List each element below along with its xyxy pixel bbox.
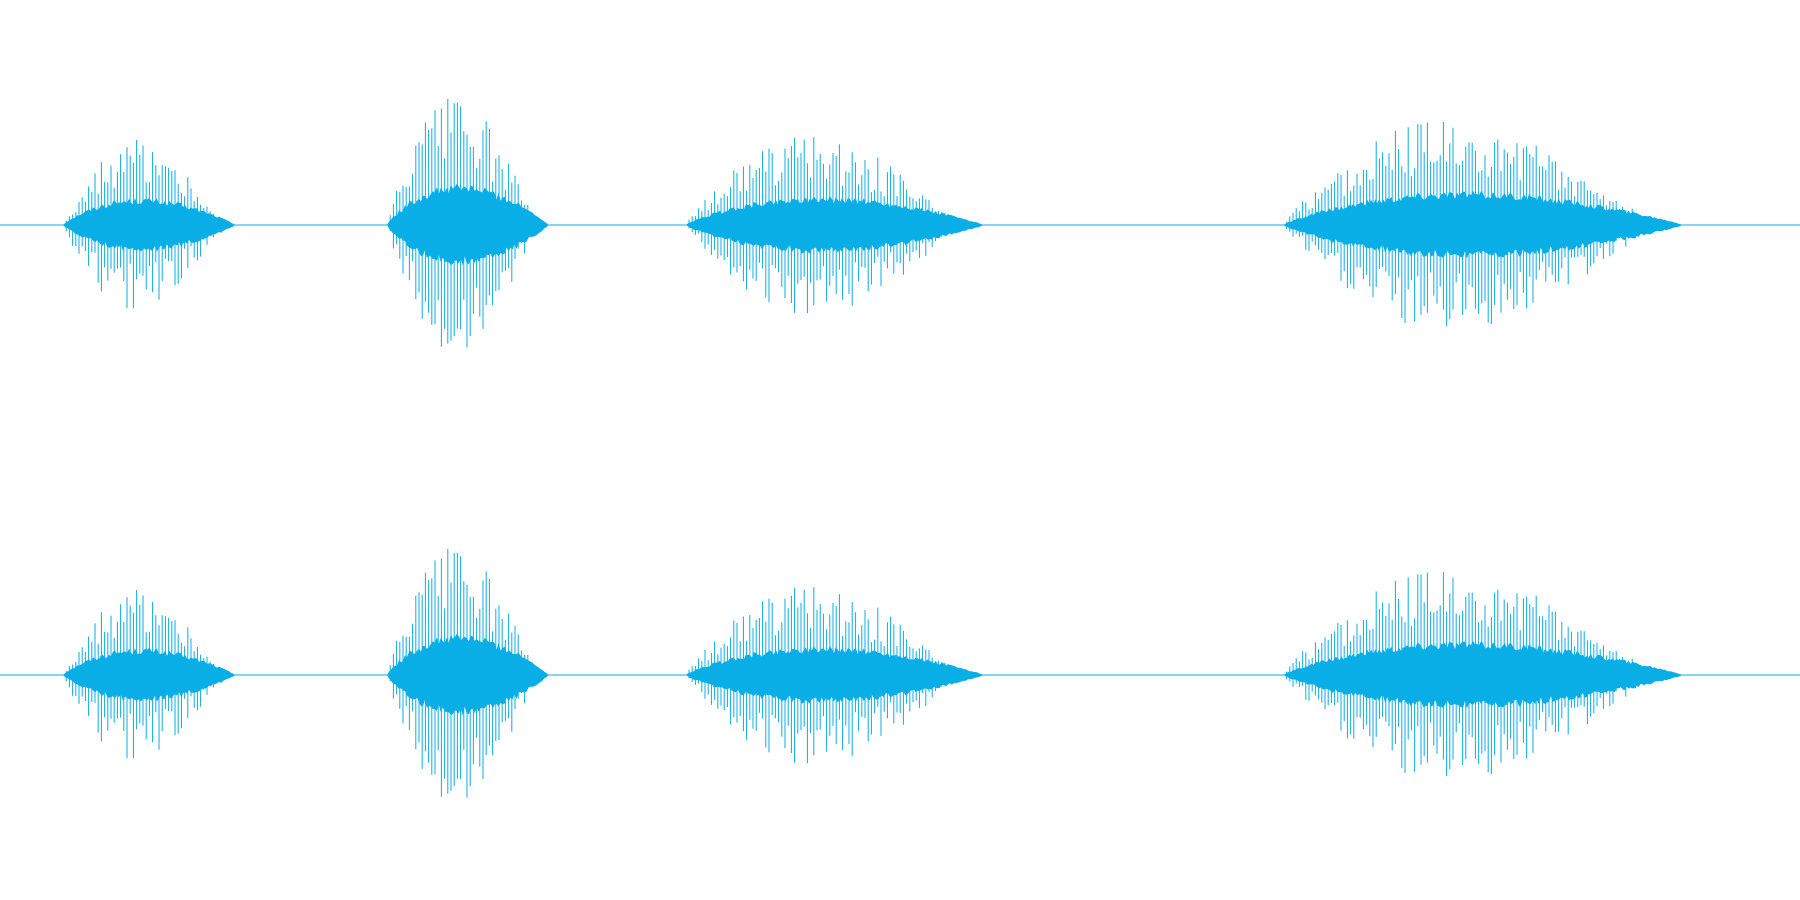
channel-2-segment-2-peaks [389,548,535,798]
channel-2-segment-1-peaks [65,590,221,759]
channel-1-segment-3-core [685,196,1028,254]
channel-1-segment-2 [387,98,573,348]
channel-2-segment-3-core [685,646,1028,704]
channel-2-segment-1 [63,590,261,759]
channel-1-segment-3 [685,137,1028,314]
channel-1-segment-2-peaks [389,98,535,348]
channel-1-segment-4-core [1283,190,1743,259]
channel-2-segment-4-core [1283,640,1743,709]
channel-1-segment-3-peaks [688,137,959,314]
channel-2-segment-2 [387,548,573,798]
channel-2-segment-4-peaks [1286,572,1649,776]
channel-2-waveform [0,548,1800,798]
channel-2-segment-4 [1283,572,1743,776]
channel-2-segment-3 [685,587,1028,764]
channel-1-segment-1-peaks [65,140,221,309]
channel-1-waveform [0,98,1800,348]
channel-2-segment-3-peaks [688,587,959,764]
channel-1-segment-4-peaks [1286,122,1649,326]
channel-1-segment-4 [1283,122,1743,326]
channel-1-segment-1 [63,140,261,309]
